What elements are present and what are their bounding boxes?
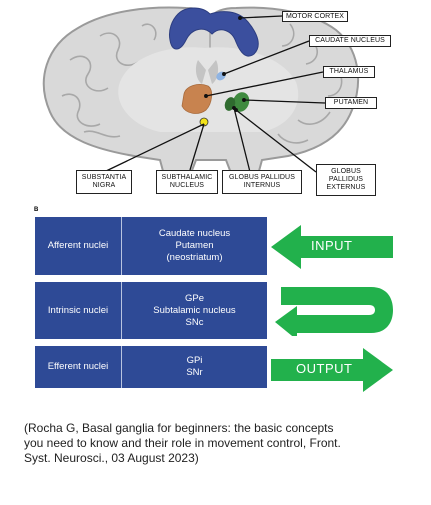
label-caudate-nucleus: CAUDATE NUCLEUS [309, 35, 391, 47]
putamen-region [232, 92, 250, 112]
efferent-row: Efferent nuclei GPi SNr [35, 346, 267, 388]
citation-line: you need to know and their role in movem… [24, 436, 341, 450]
label-putamen: PUTAMEN [325, 97, 377, 109]
label-subthalamic-nucleus: SUBTHALAMIC NUCLEUS [156, 170, 218, 194]
label-substantia-nigra: SUBSTANTIA NIGRA [76, 170, 132, 194]
intrinsic-item: GPe [184, 292, 204, 304]
efferent-nuclei-list: GPi SNr [122, 346, 267, 388]
motor-cortex-region [169, 7, 259, 57]
output-arrow-label: OUTPUT [296, 361, 353, 376]
label-thalamus: THALAMUS [323, 66, 375, 78]
loop-arrow [275, 287, 393, 336]
afferent-item: Caudate nucleus [158, 228, 231, 239]
intrinsic-nuclei-list: GPe Subtalamic nucleus SNc [122, 282, 267, 339]
afferent-label: Afferent nuclei [35, 217, 122, 275]
efferent-item: GPi [186, 355, 203, 366]
citation-line: (Rocha G, Basal ganglia for beginners: t… [24, 421, 334, 435]
intrinsic-item: SNc [185, 316, 204, 328]
afferent-nuclei-list: Caudate nucleus Putamen (neostriatum) [122, 217, 267, 275]
output-arrow [271, 348, 393, 392]
intrinsic-label: Intrinsic nuclei [35, 282, 122, 339]
label-globus-pallidus-externus: GLOBUS PALLIDUS EXTERNUS [316, 164, 376, 196]
afferent-row: Afferent nuclei Caudate nucleus Putamen … [35, 217, 267, 275]
intrinsic-item: Subtalamic nucleus [153, 304, 236, 316]
input-arrow-label: INPUT [311, 238, 353, 253]
brain-coronal-section [42, 6, 359, 188]
thalamus-region [181, 84, 212, 114]
afferent-item: Putamen [175, 240, 214, 251]
citation: (Rocha G, Basal ganglia for beginners: t… [24, 421, 424, 466]
label-motor-cortex: MOTOR CORTEX [282, 11, 348, 22]
intrinsic-row: Intrinsic nuclei GPe Subtalamic nucleus … [35, 282, 267, 339]
citation-line: Syst. Neurosci., 03 August 2023) [24, 451, 199, 465]
efferent-label: Efferent nuclei [35, 346, 122, 388]
afferent-item: (neostriatum) [166, 252, 223, 263]
input-arrow [271, 225, 393, 269]
efferent-item: SNr [186, 367, 203, 378]
panel-letter: B [34, 207, 39, 213]
label-globus-pallidus-internus: GLOBUS PALLIDUS INTERNUS [222, 170, 302, 194]
